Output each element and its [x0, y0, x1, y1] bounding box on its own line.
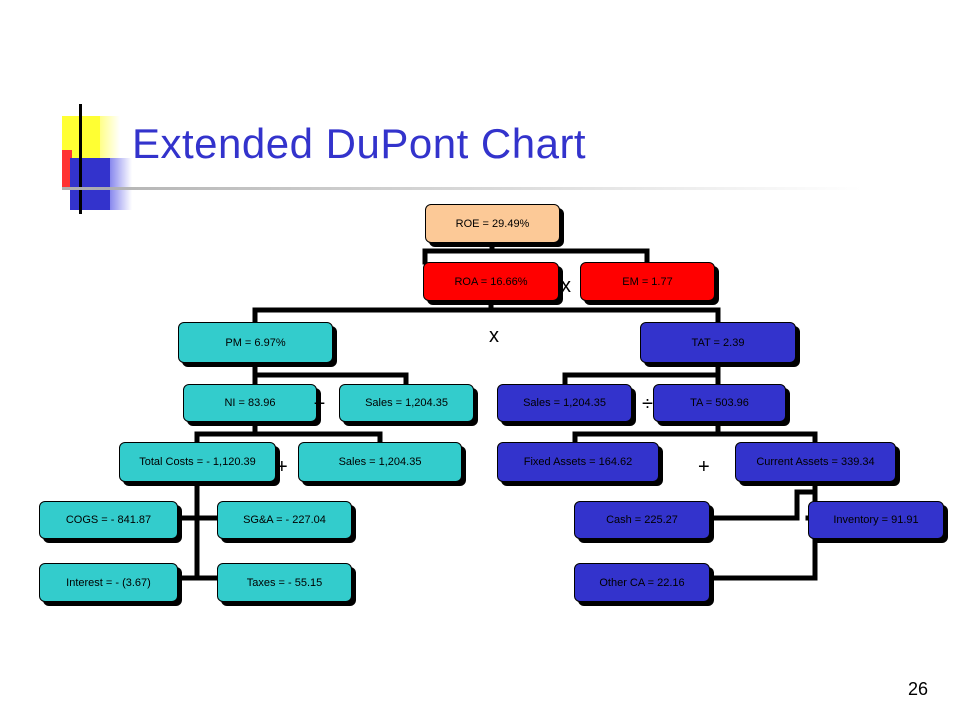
node-sga: SG&A = - 227.04: [217, 501, 352, 539]
node-fixed-assets: Fixed Assets = 164.62: [497, 442, 659, 482]
node-sales-ni: Sales = 1,204.35: [298, 442, 462, 482]
connector-ni: [194, 419, 383, 445]
node-sales-tat: Sales = 1,204.35: [497, 384, 632, 422]
blue-block-fade: [110, 158, 132, 210]
connector-tat: [562, 360, 721, 387]
node-em: EM = 1.77: [580, 262, 715, 301]
operator-sales-ta: ÷: [642, 393, 653, 415]
node-pm: PM = 6.97%: [178, 322, 333, 363]
red-block: [62, 150, 72, 190]
node-roa: ROA = 16.66%: [423, 262, 559, 301]
slide-title: Extended DuPont Chart: [132, 120, 587, 167]
vertical-rule: [79, 104, 82, 214]
operator-roa-em: x: [561, 275, 571, 297]
page-number: 26: [908, 679, 929, 699]
node-ta: TA = 503.96: [653, 384, 786, 422]
connector-pm: [252, 360, 409, 387]
node-ni: NI = 83.96: [183, 384, 317, 422]
connector-roa: [252, 298, 721, 325]
node-tat: TAT = 2.39: [640, 322, 796, 363]
node-sales-pm: Sales = 1,204.35: [339, 384, 474, 422]
yellow-block-fade: [100, 116, 120, 158]
connector-total-costs: [175, 479, 220, 581]
node-total-costs: Total Costs = - 1,120.39: [119, 442, 276, 482]
node-current-assets: Current Assets = 339.34: [735, 442, 896, 482]
connector-current-assets: [707, 479, 818, 581]
node-other-ca: Other CA = 22.16: [574, 563, 710, 602]
operator-ni-sales: ÷: [314, 393, 325, 415]
connector-ta: [572, 419, 818, 445]
node-roe: ROE = 29.49%: [425, 204, 560, 243]
operator-fa-ca: +: [698, 456, 710, 478]
title-underline: [62, 187, 862, 190]
operator-pm-tat: x: [489, 325, 499, 347]
title-decoration: [0, 0, 960, 220]
node-cogs: COGS = - 841.87: [39, 501, 178, 539]
connector-roe: [422, 240, 650, 265]
node-interest: Interest = - (3.67): [39, 563, 178, 602]
node-cash: Cash = 225.27: [574, 501, 710, 539]
node-inventory: Inventory = 91.91: [808, 501, 944, 539]
blue-block: [70, 158, 112, 210]
operator-costs-sales: +: [276, 456, 288, 478]
node-taxes: Taxes = - 55.15: [217, 563, 352, 602]
